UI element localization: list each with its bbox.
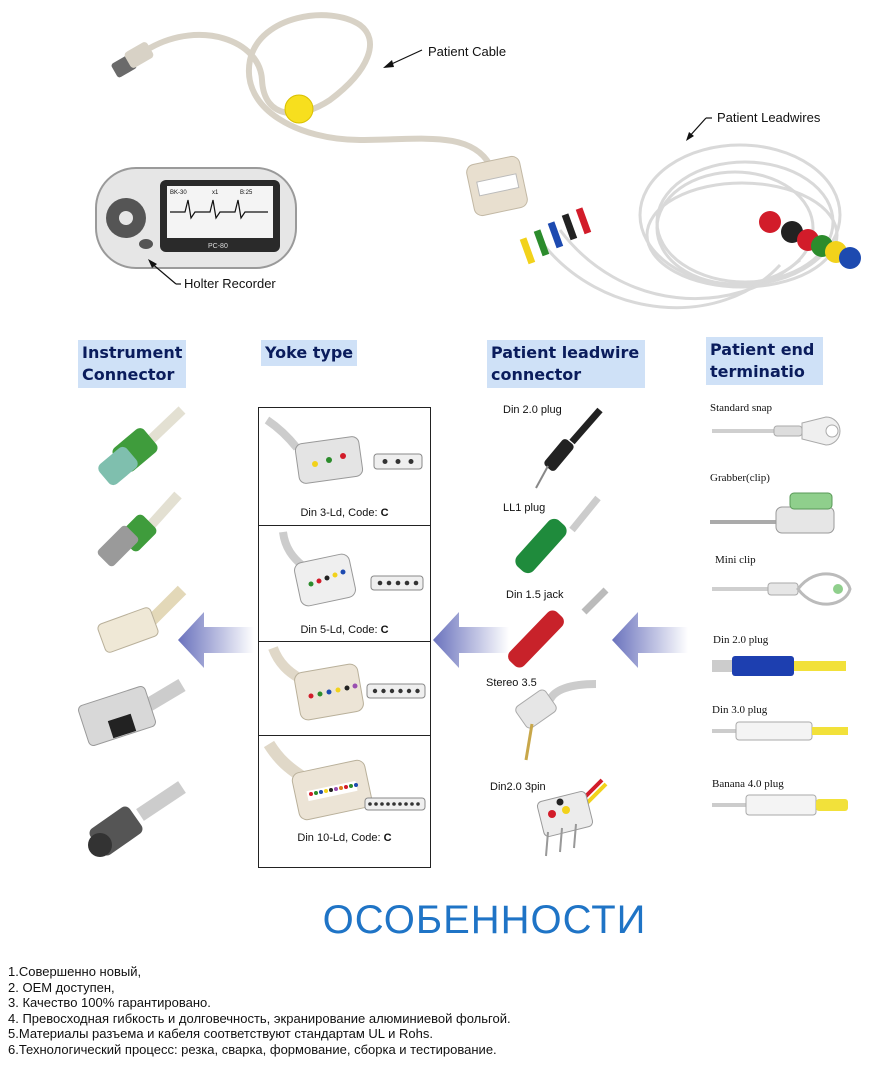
- yoke-caption: Din 10-Ld, Code: C: [259, 832, 430, 844]
- patient-leadwires-callout: Patient Leadwires: [717, 110, 821, 125]
- yoke-cell-6ld: [259, 642, 430, 736]
- yoke-caption-text: Din 3-Ld, Code:: [300, 507, 381, 519]
- yoke-code: C: [383, 832, 392, 844]
- arrow-left-icon: [178, 612, 254, 668]
- header-line: Patient leadwire: [491, 343, 640, 362]
- patient-cable-image: [111, 12, 528, 217]
- header-line: Connector: [82, 365, 175, 384]
- din-1-5-jack-image: [508, 587, 609, 668]
- termination-label: Grabber(clip): [710, 472, 770, 484]
- din-2-3pin-image: [536, 778, 608, 857]
- header-line: Yoke type: [265, 343, 354, 362]
- din-2-plug-image: [535, 407, 603, 489]
- termination-label: Din 2.0 plug: [713, 634, 769, 646]
- yoke-10ld-image: [263, 740, 426, 821]
- standard-snap-image: [712, 416, 841, 446]
- yoke-3ld-image: [264, 416, 423, 484]
- terminations-images: [710, 416, 852, 816]
- termination-label: Banana 4.0 plug: [712, 778, 784, 790]
- feature-item: 6.Технологический процесс: резка, сварка…: [8, 1041, 497, 1057]
- instrument-connector-image: [98, 406, 186, 486]
- feature-item: 4. Превосходная гибкость и долговечность…: [8, 1010, 511, 1026]
- top-illustration: Patient Cable BK-30 x1 B:25 PC-80 Holter…: [95, 12, 861, 310]
- recorder-screen-label-b: x1: [212, 190, 219, 196]
- instrument-connector-image: [78, 678, 186, 746]
- holter-recorder-callout: Holter Recorder: [184, 276, 276, 291]
- arrow-left-icon: [433, 612, 509, 668]
- grabber-clip-image: [710, 492, 835, 534]
- instrument-connectors-column: [78, 406, 187, 857]
- yoke-cell-3ld: Din 3-Ld, Code: C: [259, 408, 430, 526]
- yoke-caption-text: Din 5-Ld, Code:: [300, 624, 381, 636]
- patient-end-termination-header: Patient end terminatio: [706, 337, 823, 385]
- yoke-5ld-image: [279, 531, 424, 607]
- holter-recorder-image: [95, 167, 297, 269]
- termination-label: Mini clip: [715, 554, 756, 566]
- features-list: 1.Совершенно новый, 2. OEM доступен, 3. …: [8, 964, 868, 1057]
- feature-item: 2. OEM доступен,: [8, 979, 115, 995]
- arrow-left-icon: [612, 612, 688, 668]
- termination-label: Din 3.0 plug: [712, 704, 768, 716]
- yoke-caption: Din 3-Ld, Code: C: [259, 507, 430, 519]
- instrument-connector-image: [97, 491, 182, 567]
- termination-label: Standard snap: [710, 402, 773, 414]
- feature-item: 5.Материалы разъема и кабеля соответству…: [8, 1026, 433, 1041]
- recorder-screen-label-c: B:25: [240, 190, 253, 196]
- header-line: Patient end: [710, 340, 815, 359]
- yoke-cell-10ld: Din 10-Ld, Code: C: [259, 736, 430, 867]
- leadwire-connector-label: Stereo 3.5: [486, 677, 537, 689]
- stereo-3-5-image: [515, 680, 597, 761]
- mini-clip-image: [712, 572, 852, 606]
- patient-leadwires-image: [519, 143, 861, 310]
- yoke-6ld-image: [268, 646, 426, 721]
- header-line: connector: [491, 365, 582, 384]
- instrument-connector-header: Instrument Connector: [78, 340, 187, 388]
- header-line: terminatio: [710, 362, 805, 381]
- leadwire-connectors-images: [508, 407, 609, 857]
- din-2-0-plug-image: [712, 656, 846, 676]
- feature-item: 1.Совершенно новый,: [8, 964, 142, 979]
- features-title: ОСОБЕННОСТИ: [322, 898, 647, 942]
- leadwire-connector-label: Din 1.5 jack: [506, 589, 564, 601]
- instrument-connector-image: [97, 585, 187, 653]
- yoke-code: C: [380, 624, 389, 636]
- yoke-caption-text: Din 10-Ld, Code:: [297, 832, 384, 844]
- feature-item: 3. Качество 100% гарантировано.: [8, 995, 211, 1010]
- yoke-cell-5ld: Din 5-Ld, Code: C: [259, 526, 430, 642]
- banana-4-0-plug-image: [712, 794, 848, 816]
- yoke-code: C: [380, 507, 389, 519]
- patient-leadwire-connector-header: Patient leadwire connector: [487, 340, 645, 388]
- leadwire-connector-label: LL1 plug: [503, 502, 546, 514]
- recorder-screen-label-a: BK-30: [170, 190, 187, 196]
- header-line: Instrument: [82, 343, 183, 362]
- recorder-brand: PC-80: [208, 243, 228, 250]
- instrument-connector-image: [88, 781, 186, 857]
- leadwire-connector-label: Din2.0 3pin: [490, 781, 546, 793]
- ll1-plug-image: [515, 495, 601, 574]
- yoke-type-grid: Din 3-Ld, Code: C Din 5-Ld, Code: C: [258, 407, 431, 868]
- din-3-0-plug-image: [712, 721, 848, 741]
- yoke-type-header: Yoke type: [261, 340, 358, 366]
- patient-cable-callout: Patient Cable: [428, 44, 506, 59]
- yoke-caption: Din 5-Ld, Code: C: [259, 624, 430, 636]
- leadwire-connector-label: Din 2.0 plug: [503, 404, 562, 416]
